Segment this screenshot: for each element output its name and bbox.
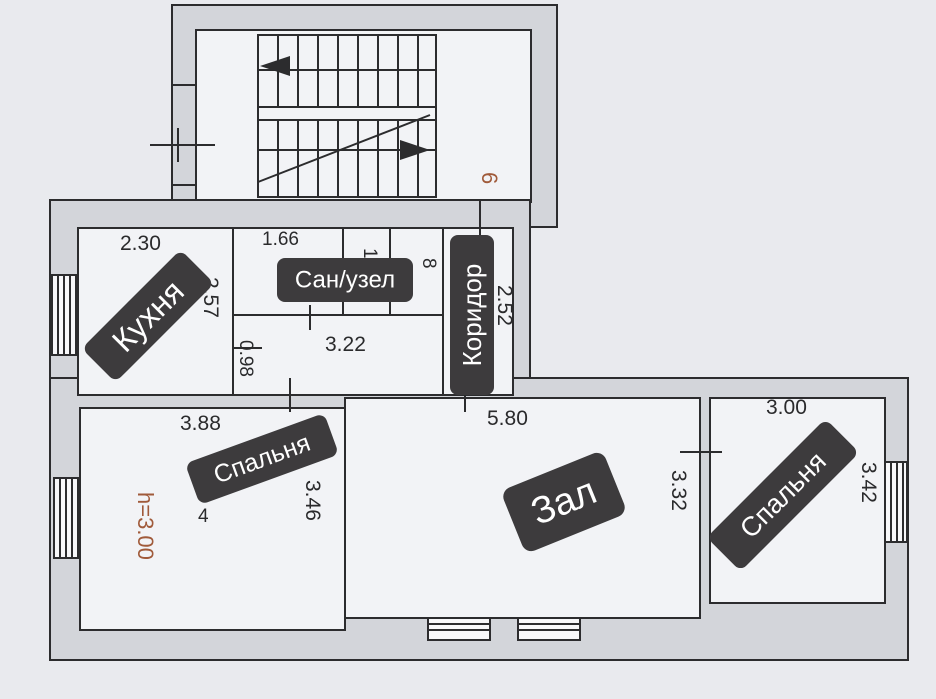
stair-treads [257, 35, 436, 197]
dim-hall-width: 3.22 [325, 333, 366, 356]
room-tag-living: Зал [503, 452, 625, 552]
dim-kitchen-width: 2.30 [120, 232, 161, 255]
window [884, 461, 908, 543]
dim-bath-width: 1.66 [262, 229, 299, 250]
window [51, 274, 77, 356]
dim-hall-height: 0.98 [235, 340, 256, 377]
dim-living-width: 5.80 [487, 407, 528, 430]
room-number-8: 8 [418, 258, 439, 269]
window [53, 477, 79, 559]
room-tag-corridor-label: Коридор [457, 264, 487, 367]
dim-bedroom-left-height: 3.46 [301, 480, 324, 521]
dim-living-height: 3.32 [667, 470, 690, 511]
room-number-6: 6 [477, 172, 502, 184]
door-marks [232, 200, 722, 465]
stair-arrow-icon [400, 140, 430, 160]
dim-corridor-height: 2.52 [493, 285, 516, 326]
window [427, 617, 581, 641]
stairwell [150, 4, 558, 228]
dim-bedroom-right-width: 3.00 [766, 396, 807, 419]
room-tag-corridor: Коридор [450, 235, 494, 395]
room-tag-bathroom: Сан/узел [277, 258, 413, 302]
dim-bedroom-right-height: 3.42 [857, 462, 880, 503]
room-number-4: 4 [198, 506, 209, 527]
stair-arrow-icon [260, 56, 290, 76]
dim-bedroom-left-width: 3.88 [180, 412, 221, 435]
room-tag-bathroom-label: Сан/узел [295, 267, 395, 294]
hall-area [232, 314, 444, 396]
ceiling-height-note: h=3.00 [133, 492, 158, 560]
